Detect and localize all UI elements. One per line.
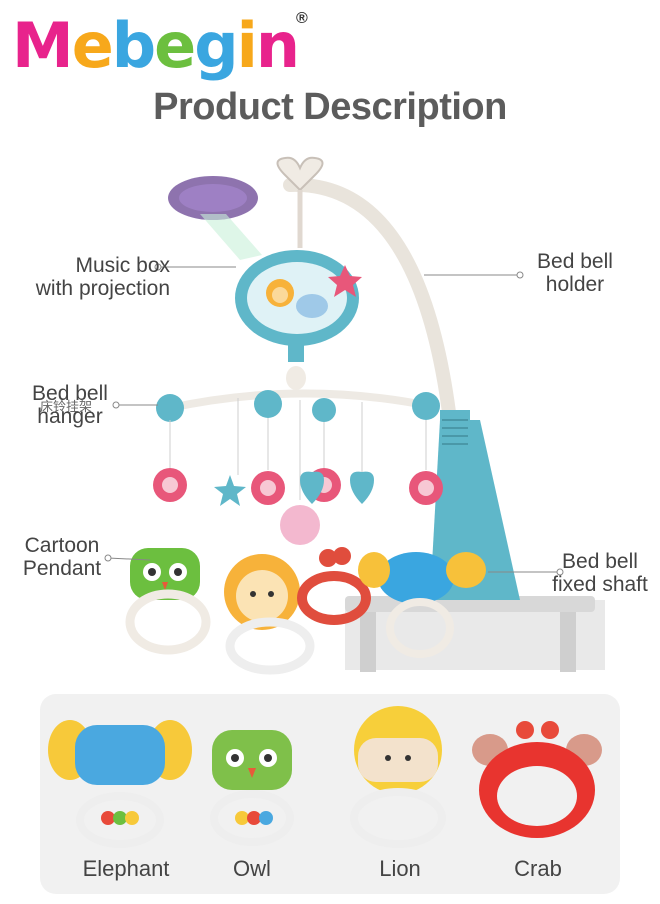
brand-letter: i	[236, 9, 258, 82]
mobile-illustration	[104, 156, 605, 675]
label-hanger-overlap-text: 床铃挂架	[40, 399, 93, 414]
toy-label-elephant: Elephant	[82, 856, 170, 881]
brand-letter: e	[154, 9, 196, 82]
brand-letter: e	[71, 9, 114, 82]
brand-letter: b	[111, 9, 156, 82]
toy-illustrations	[48, 706, 602, 848]
brand-letter: n	[255, 9, 300, 82]
label-bed-bell-holder: Bed bell holder	[537, 250, 613, 296]
label-bed-bell-hanger: Bed bell hanger	[32, 382, 108, 428]
toy-label-lion: Lion	[379, 856, 421, 881]
brand-letter: g	[194, 9, 238, 82]
toy-label-owl: Owl	[233, 856, 271, 881]
page-title: Product Description	[153, 86, 507, 128]
toy-label-crab: Crab	[514, 856, 562, 881]
registered-mark: ®	[296, 10, 308, 27]
label-cartoon-pendant: Cartoon Pendant	[22, 534, 102, 580]
label-fixed-shaft: Bed bell fixed shaft	[552, 550, 648, 596]
brand-logo: Mebegin	[12, 6, 300, 86]
label-music-box: Music box with projection	[35, 254, 170, 300]
brand-letter: M	[12, 9, 74, 82]
